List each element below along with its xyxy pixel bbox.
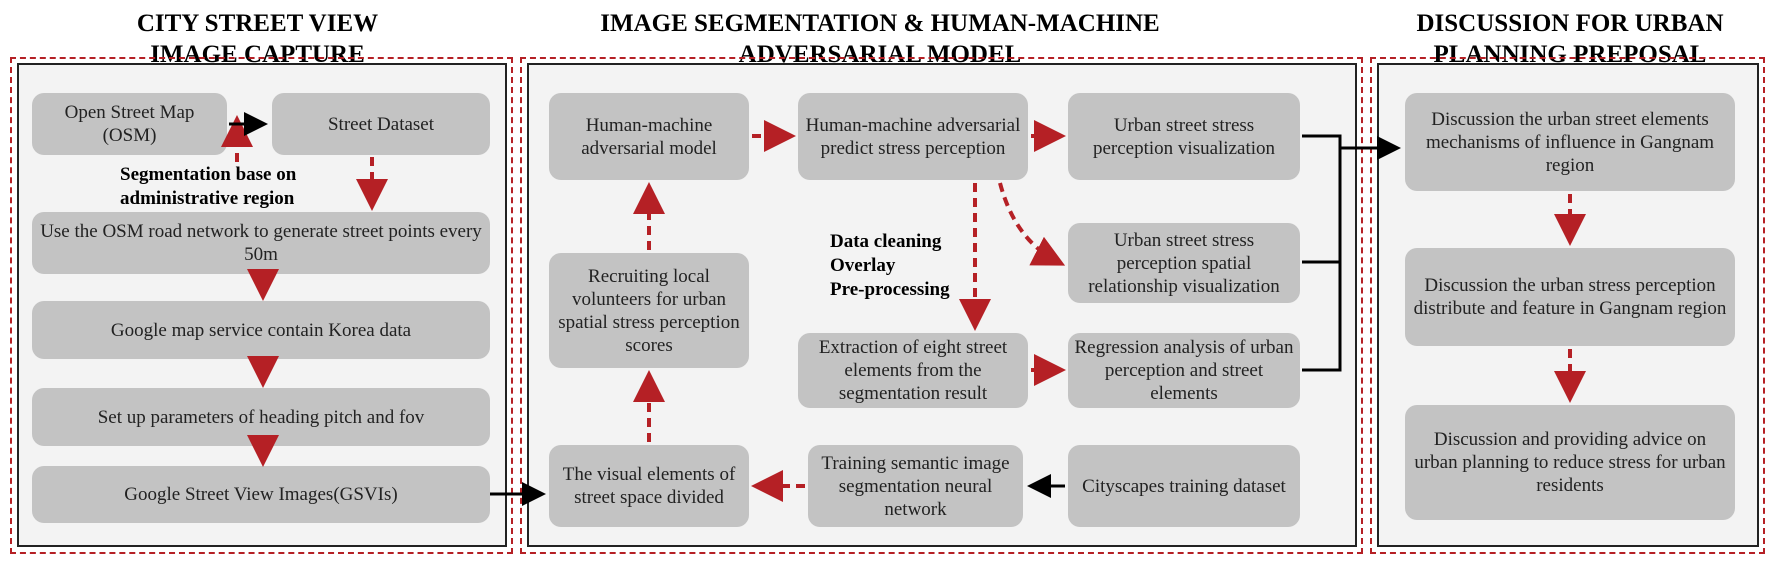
google-map-box: Google map service contain Korea data — [32, 301, 490, 359]
osm-box: Open Street Map (OSM) — [32, 93, 227, 155]
hm-model-box: Human-machine adversarial model — [549, 93, 749, 180]
data-cleaning-note-line3: Pre-processing — [830, 279, 950, 300]
left-title-line1: CITY STREET VIEW — [136, 10, 379, 37]
segmentation-note-line1: Segmentation base on — [120, 164, 297, 185]
segmentation-note: Segmentation base on administrative regi… — [120, 163, 360, 211]
hm-predict-box: Human-machine adversarial predict stress… — [798, 93, 1028, 180]
right-section-title: DISCUSSION FOR URBAN PLANNING PREPOSAL — [1370, 8, 1770, 70]
visual-elements-box: The visual elements of street space divi… — [549, 445, 749, 527]
right-panel-border — [1370, 57, 1765, 554]
stress-visualization-box: Urban street stress perception visualiza… — [1068, 93, 1300, 180]
data-cleaning-note: Data cleaning Overlay Pre-processing — [830, 230, 1000, 302]
middle-panel-border — [520, 57, 1363, 554]
regression-box: Regression analysis of urban perception … — [1068, 333, 1300, 408]
parameters-box: Set up parameters of heading pitch and f… — [32, 388, 490, 446]
advice-box: Discussion and providing advice on urban… — [1405, 405, 1735, 520]
data-cleaning-note-line1: Data cleaning — [830, 231, 942, 252]
recruiting-box: Recruiting local volunteers for urban sp… — [549, 253, 749, 368]
left-panel-border — [10, 57, 513, 554]
training-box: Training semantic image segmentation neu… — [808, 445, 1023, 527]
osm-street-points-box: Use the OSM road network to generate str… — [32, 212, 490, 274]
data-cleaning-note-line2: Overlay — [830, 255, 896, 276]
right-title-line1: DISCUSSION FOR URBAN — [1416, 10, 1724, 37]
extraction-box: Extraction of eight street elements from… — [798, 333, 1028, 408]
segmentation-note-line2: administrative region — [120, 188, 295, 209]
bracket-outputs — [1302, 134, 1342, 372]
left-section-title: CITY STREET VIEW IMAGE CAPTURE — [20, 8, 495, 70]
gsvi-box: Google Street View Images(GSVIs) — [32, 466, 490, 523]
distribution-box: Discussion the urban stress perception d… — [1405, 248, 1735, 346]
street-dataset-box: Street Dataset — [272, 93, 490, 155]
middle-title-line1: IMAGE SEGMENTATION & HUMAN-MACHINE — [600, 10, 1160, 37]
spatial-visualization-box: Urban street stress perception spatial r… — [1068, 223, 1300, 303]
cityscapes-box: Cityscapes training dataset — [1068, 445, 1300, 527]
arrow-predict-to-spatial — [998, 182, 1066, 266]
mechanisms-box: Discussion the urban street elements mec… — [1405, 93, 1735, 191]
